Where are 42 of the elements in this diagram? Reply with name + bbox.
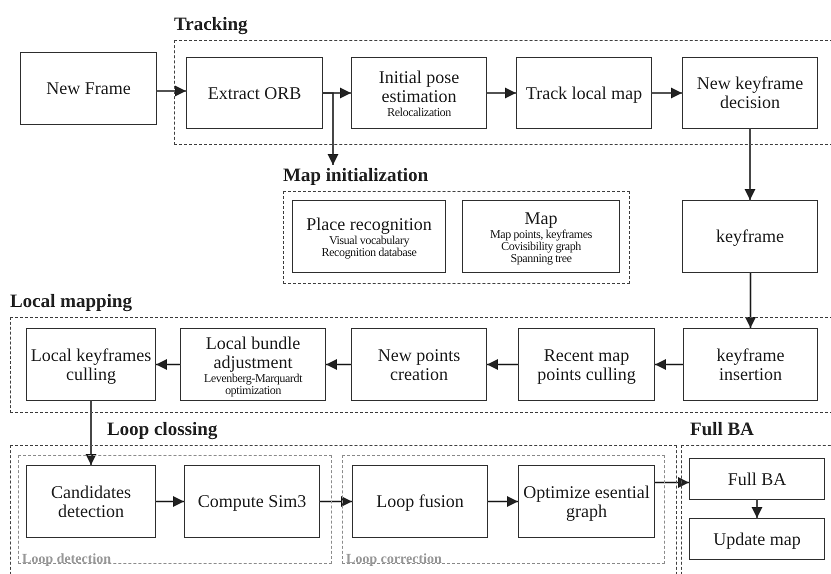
arrow xyxy=(751,500,763,518)
arrow xyxy=(487,87,516,99)
group-heading: Map initialization xyxy=(283,165,428,187)
arrow xyxy=(487,358,518,370)
arrow xyxy=(744,129,756,200)
process-box: Loop fusion xyxy=(352,465,488,538)
process-box: Initial pose estimation Relocalization xyxy=(351,57,487,129)
process-box: Candidates detection xyxy=(26,465,156,538)
subgroup-label: Loop detection xyxy=(22,552,112,568)
process-box: Optimize esential graph xyxy=(518,465,655,538)
process-box: Update map xyxy=(689,518,825,560)
arrow xyxy=(655,476,689,488)
process-box: Recent map points culling xyxy=(518,328,655,401)
arrow xyxy=(326,358,351,370)
process-box: Place recognition Visual vocabulary Recognition database xyxy=(292,200,446,273)
process-box: Local keyframes culling xyxy=(26,328,156,401)
subgroup-label: Loop correction xyxy=(346,552,442,568)
group-heading: Tracking xyxy=(174,14,248,36)
arrow xyxy=(157,85,186,97)
arrow xyxy=(655,358,683,370)
arrow xyxy=(85,401,97,465)
arrow xyxy=(488,496,518,508)
arrow xyxy=(744,273,756,328)
group-heading: Loop clossing xyxy=(107,419,218,441)
group-heading: Local mapping xyxy=(10,291,132,313)
process-box: keyframe insertion xyxy=(683,328,818,401)
process-box: New points creation xyxy=(351,328,487,401)
process-box: Extract ORB xyxy=(186,57,323,129)
group-heading: Full BA xyxy=(690,419,754,441)
process-box: New keyframe decision xyxy=(682,57,818,129)
arrow xyxy=(323,92,339,165)
process-box: New Frame xyxy=(20,52,157,125)
process-box: Map Map points, keyframes Covisibility graph Spanning tree xyxy=(462,200,620,273)
process-box: Compute Sim3 xyxy=(184,465,320,538)
process-box: Local bundle adjustment Levenberg-Marquardt optimization xyxy=(180,328,326,401)
arrow xyxy=(652,87,682,99)
process-box: keyframe xyxy=(682,200,818,273)
process-box: Track local map xyxy=(516,57,652,129)
arrow xyxy=(156,496,184,508)
process-box: Full BA xyxy=(689,458,825,500)
arrow xyxy=(320,496,352,508)
arrow xyxy=(156,358,180,370)
